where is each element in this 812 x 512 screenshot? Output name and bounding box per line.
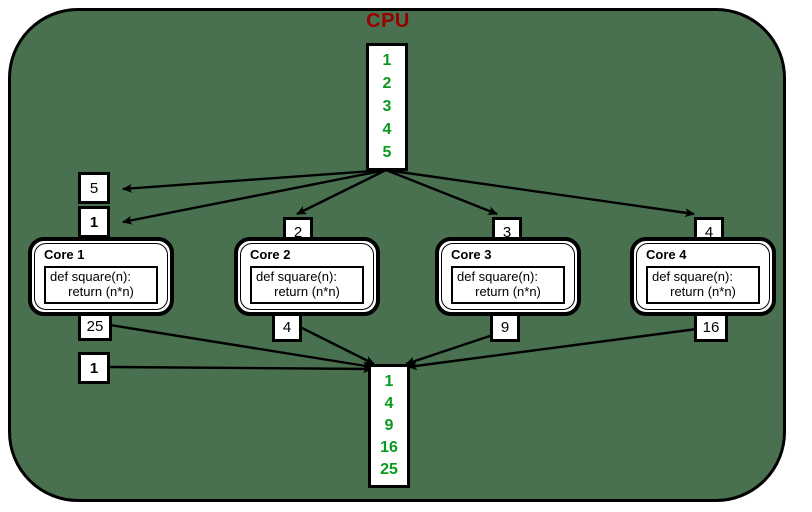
edge-cpu-to-core4: [385, 168, 695, 218]
edge-cpu-to-core1: [122, 168, 387, 225]
code-line: return (n*n): [68, 284, 134, 299]
edge-cpu-to-core3: [385, 168, 498, 216]
edge-cpu-to-core2: [296, 168, 387, 216]
core-2[interactable]: Core 2 def square(n): return (n*n): [234, 237, 380, 316]
core-3[interactable]: Core 3 def square(n): return (n*n): [435, 237, 581, 316]
result-queue: 1 4 9 16 25: [368, 364, 410, 488]
core-1-label: Core 1: [44, 247, 85, 262]
edge-cpu-to-extra-5: [122, 168, 387, 193]
core-4[interactable]: Core 4 def square(n): return (n*n): [630, 237, 776, 316]
edge-core2-to-result: [299, 325, 375, 366]
code-line: def square(n):: [652, 269, 733, 285]
queue-value: 1: [382, 52, 392, 70]
edge-core4-to-result: [407, 325, 713, 371]
pending-task-5-chip: 5: [78, 172, 110, 204]
result-value: 25: [380, 461, 398, 478]
queue-value: 2: [382, 75, 392, 93]
edge-extra1-to-result: [109, 364, 373, 374]
input-queue: 1 2 3 4 5: [366, 43, 408, 171]
core1-output-chip: 25: [78, 311, 112, 341]
core-4-label: Core 4: [646, 247, 687, 262]
queue-value: 4: [382, 120, 392, 138]
core-2-label: Core 2: [250, 247, 291, 262]
result-value: 4: [384, 395, 394, 412]
cpu-title: CPU: [366, 10, 410, 32]
result-value: 9: [384, 417, 394, 434]
code-line: def square(n):: [457, 269, 538, 285]
queue-value: 3: [382, 97, 392, 115]
core3-output-chip: 9: [490, 312, 520, 342]
core-3-code: def square(n): return (n*n): [451, 266, 565, 304]
core2-output-chip: 4: [272, 312, 302, 342]
queue-value: 5: [382, 143, 392, 161]
core4-output-chip: 16: [694, 312, 728, 342]
core-1[interactable]: Core 1 def square(n): return (n*n): [28, 237, 174, 316]
core-3-label: Core 3: [451, 247, 492, 262]
core-1-code: def square(n): return (n*n): [44, 266, 158, 304]
pending-result-1-chip: 1: [78, 352, 110, 384]
code-line: def square(n):: [50, 269, 131, 285]
core1-input-chip: 1: [78, 206, 110, 238]
result-value: 16: [380, 439, 398, 456]
result-value: 1: [384, 373, 394, 390]
code-line: return (n*n): [670, 284, 736, 299]
edge-core1-to-result: [109, 323, 373, 371]
code-line: def square(n):: [256, 269, 337, 285]
code-line: return (n*n): [274, 284, 340, 299]
code-line: return (n*n): [475, 284, 541, 299]
core-2-code: def square(n): return (n*n): [250, 266, 364, 304]
core-4-code: def square(n): return (n*n): [646, 266, 760, 304]
